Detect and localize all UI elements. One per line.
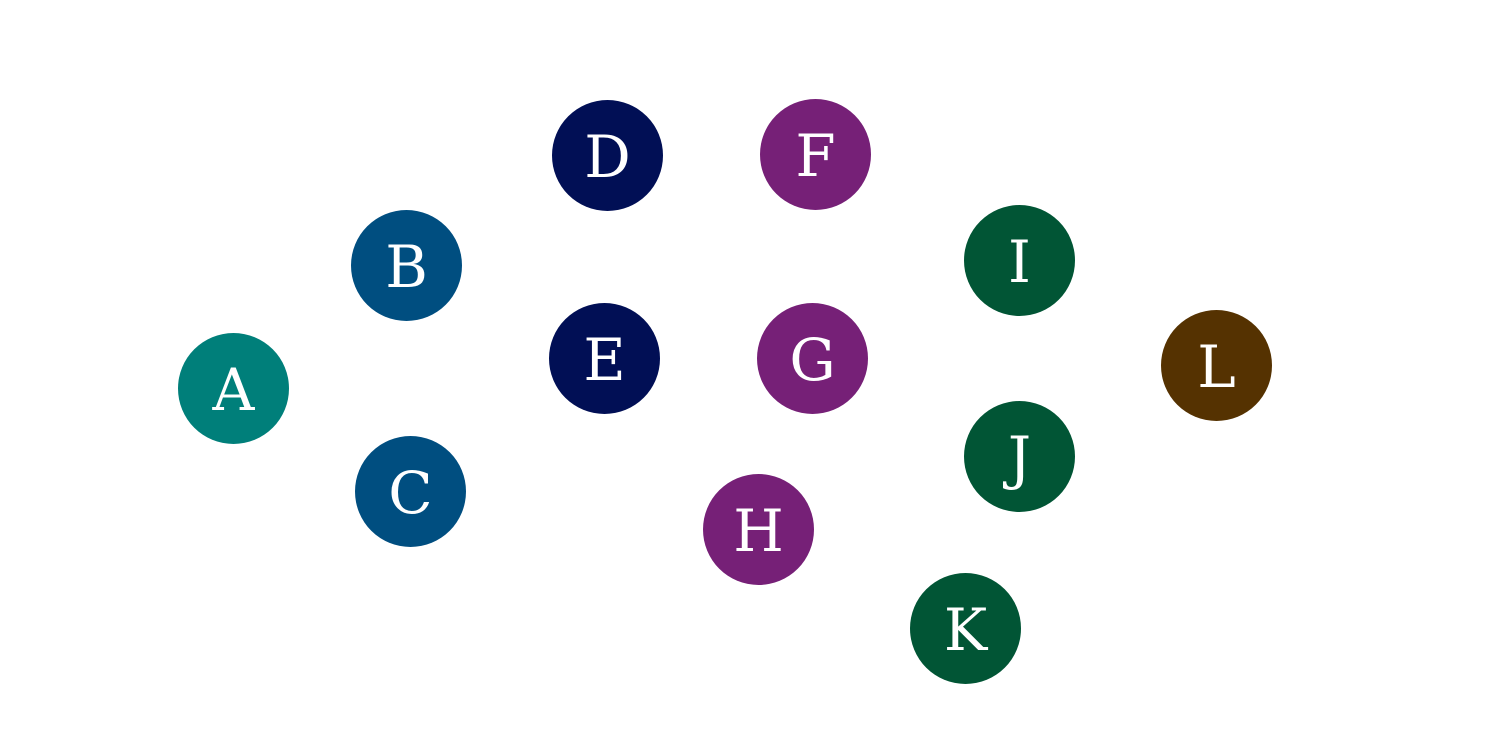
node-d: D [552,100,663,211]
node-b: B [351,210,462,321]
node-d-label: D [584,122,631,191]
node-l-label: L [1197,332,1236,401]
node-h-label: H [733,496,784,565]
node-a: A [178,333,289,444]
node-h: H [703,474,814,585]
node-i-label: I [1008,227,1031,296]
node-k: K [910,573,1021,684]
node-g-label: G [789,325,836,394]
node-i: I [964,205,1075,316]
node-k-label: K [943,595,988,664]
node-e-label: E [583,325,626,394]
node-f-label: F [795,121,836,190]
node-l: L [1161,310,1272,421]
node-c-label: C [388,458,433,527]
node-b-label: B [385,232,428,301]
node-a-label: A [212,355,255,424]
node-g: G [757,303,868,414]
node-e: E [549,303,660,414]
node-j: J [964,401,1075,512]
node-f: F [760,99,871,210]
node-c: C [355,436,466,547]
node-j-label: J [1007,423,1032,492]
